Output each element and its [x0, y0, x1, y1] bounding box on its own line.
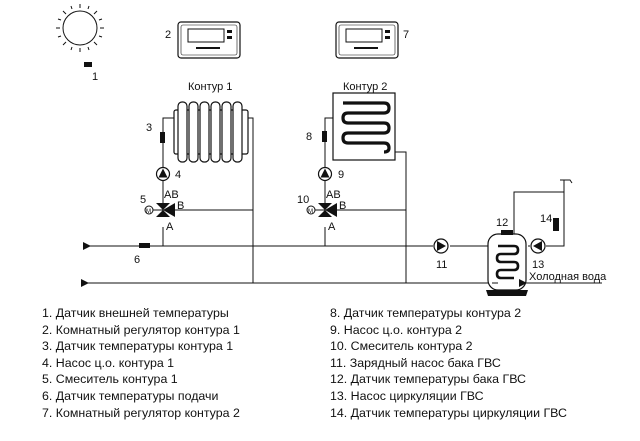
legend-item: 1. Датчик внешней температуры	[42, 306, 229, 320]
legend-left: 1. Датчик внешней температуры 2. Комнатн…	[42, 305, 240, 421]
circuit-2-piping	[324, 117, 407, 283]
valve-2-port-a: A	[328, 221, 336, 233]
mixing-valve-icon	[306, 203, 337, 217]
label-6: 6	[134, 254, 140, 266]
label-7: 7	[403, 29, 409, 41]
legend-item: 5. Смеситель контура 1	[42, 372, 178, 387]
legend-item: 7. Комнатный регулятор контура 2	[42, 405, 240, 420]
sun-icon	[56, 4, 104, 52]
floor-heating-coil-icon	[332, 92, 396, 161]
valve-2-port-b: B	[339, 200, 346, 212]
valve-2-port-ab: AB	[326, 189, 341, 201]
legend-item: 8. Датчик температуры контура 2	[330, 306, 522, 320]
label-12: 12	[496, 217, 508, 229]
dhw-tank-icon	[486, 230, 528, 296]
supply-temp-sensor	[139, 243, 150, 248]
pump-icon	[530, 238, 546, 254]
legend-item: 3. Датчик температуры контура 1	[42, 339, 234, 354]
mixing-valve-icon	[144, 203, 175, 217]
room-controller-1	[177, 21, 241, 59]
circuit-1-piping	[162, 117, 254, 283]
label-1: 1	[92, 71, 98, 83]
valve-1-port-b: B	[177, 200, 184, 212]
legend-right: 8. Датчик температуры контура 2 9. Насос…	[330, 305, 567, 421]
circuit-2-title: Контур 2	[343, 81, 387, 93]
room-controller-2	[335, 21, 399, 59]
pump-icon	[433, 238, 449, 254]
valve-1-port-ab: AB	[164, 189, 179, 201]
legend-item: 13. Насос циркуляции ГВС	[330, 388, 484, 403]
circuit-1-title: Контур 1	[188, 81, 232, 93]
legend-item: 10. Смеситель контура 2	[330, 339, 473, 354]
outdoor-sensor	[84, 62, 92, 67]
label-10: 10	[297, 194, 309, 206]
legend-item: 14. Датчик температуры циркуляции ГВС	[330, 405, 567, 420]
cold-water-label: Холодная вода	[529, 271, 607, 283]
legend-item: 9. Насос ц.о. контура 2	[330, 322, 463, 337]
label-9: 9	[338, 169, 344, 181]
legend-item: 2. Комнатный регулятор контура 1	[42, 322, 240, 337]
pump-icon	[155, 166, 171, 182]
circulation-temp-sensor	[553, 218, 559, 231]
label-11: 11	[436, 259, 447, 271]
valve-1-port-a: A	[166, 221, 174, 233]
circuit-1-temp-sensor	[160, 132, 165, 143]
valve-1-m: M	[146, 209, 151, 215]
legend-item: 11. Зарядный насос бака ГВС	[330, 355, 501, 370]
legend-item: 6. Датчик температуры подачи	[42, 388, 219, 403]
label-2: 2	[165, 29, 171, 41]
dhw-circulation-piping	[513, 179, 602, 287]
legend-item: 12. Датчик температуры бака ГВС	[330, 372, 526, 387]
label-8: 8	[306, 131, 312, 143]
circuit-2-temp-sensor	[322, 131, 327, 142]
valve-2-m: M	[308, 209, 313, 215]
label-13: 13	[532, 259, 544, 271]
label-5: 5	[140, 194, 146, 206]
label-14: 14	[540, 213, 552, 225]
label-3: 3	[146, 122, 152, 134]
radiator-icon	[173, 101, 249, 163]
label-4: 4	[175, 169, 181, 181]
pump-icon	[317, 166, 333, 182]
legend-item: 4. Насос ц.о. контура 1	[42, 355, 175, 370]
